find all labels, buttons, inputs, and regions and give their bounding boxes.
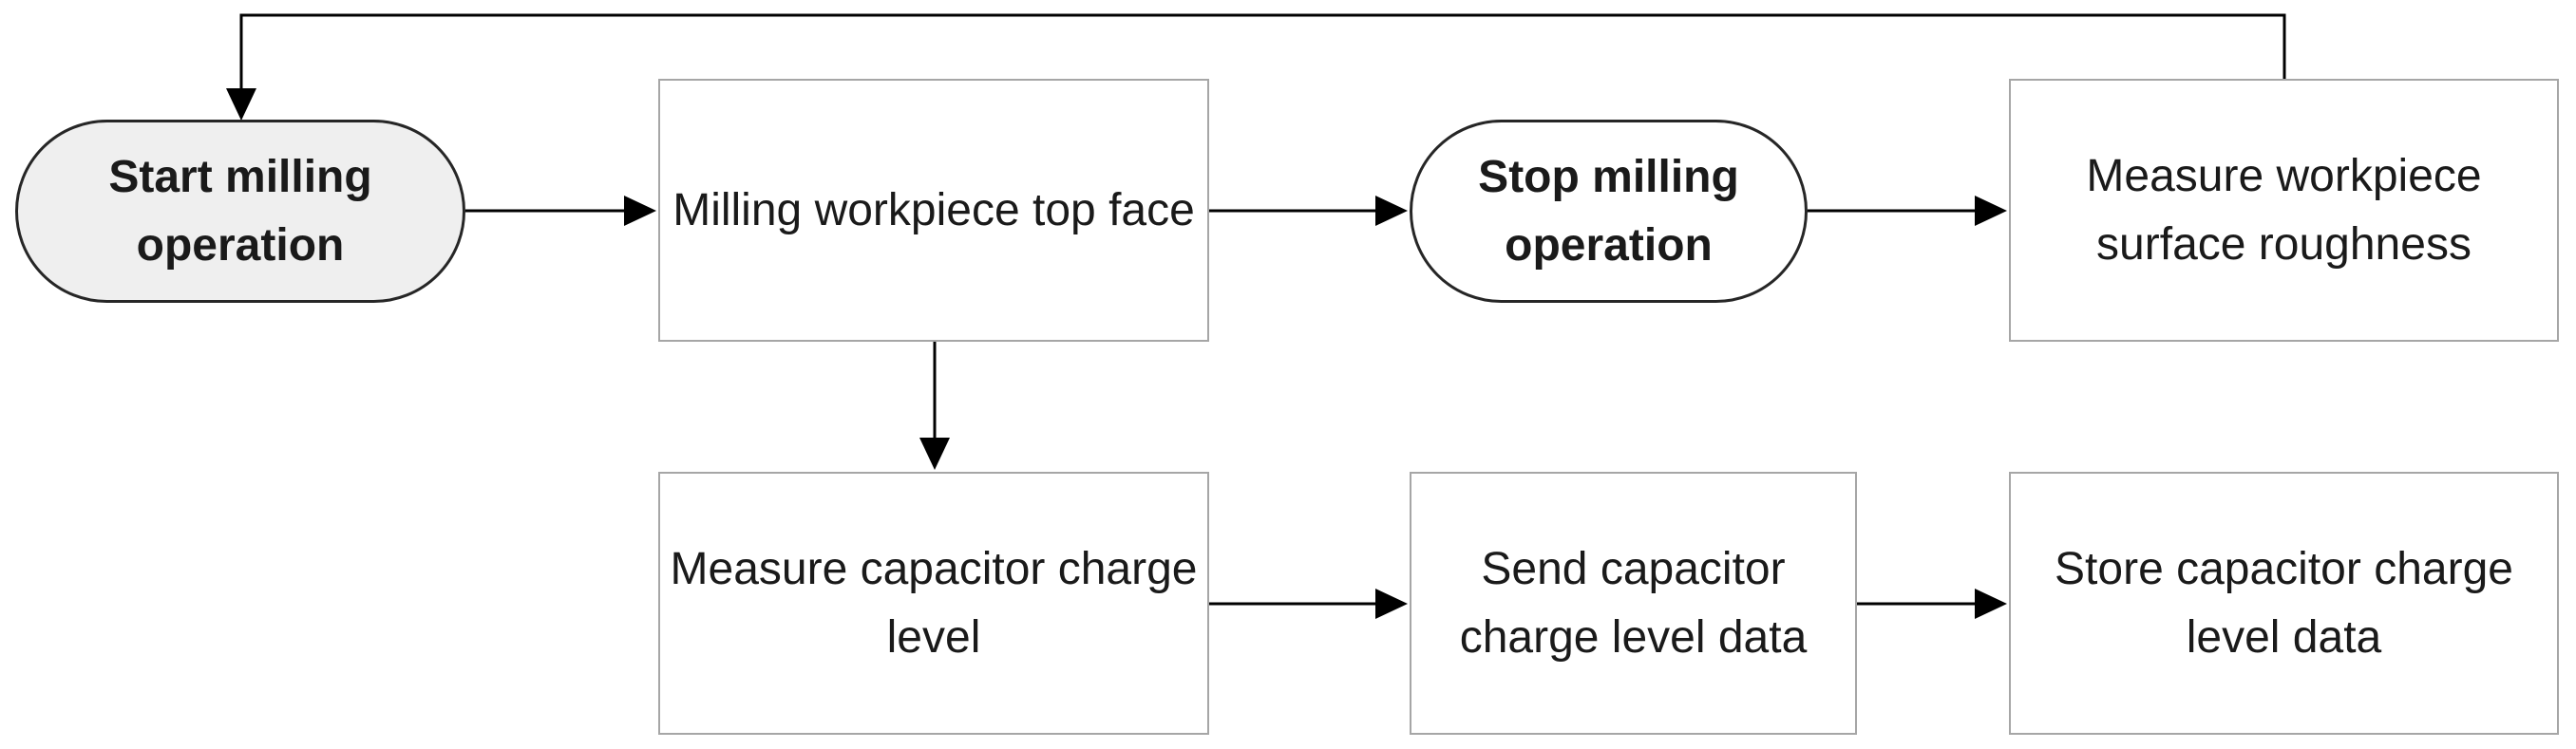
milling-top-face-node: Milling workpiece top face (658, 79, 1209, 342)
stop-milling-label: Stop milling operation (1478, 151, 1739, 271)
start-milling-label: Start milling operation (108, 151, 372, 271)
measure-roughness-label: Measure workpiece surface roughness (2086, 150, 2482, 270)
send-data-node: Send capacitor charge level data (1410, 472, 1857, 735)
measure-roughness-node: Measure workpiece surface roughness (2009, 79, 2559, 342)
edge-measure-to-send (1209, 589, 1408, 619)
store-data-label: Store capacitor charge level data (2055, 543, 2513, 663)
store-data-node: Store capacitor charge level data (2009, 472, 2559, 735)
edge-loop-back-to-start (226, 13, 2286, 121)
measure-capacitor-label: Measure capacitor charge level (670, 543, 1198, 663)
stop-milling-node: Stop milling operation (1410, 120, 1808, 303)
start-milling-node: Start milling operation (15, 120, 465, 303)
measure-capacitor-node: Measure capacitor charge level (658, 472, 1209, 735)
milling-top-face-label: Milling workpiece top face (672, 184, 1195, 235)
send-data-label: Send capacitor charge level data (1459, 543, 1808, 663)
edge-milling-to-stop (1209, 196, 1408, 226)
edge-stop-to-measure-roughness (1808, 196, 2007, 226)
edge-milling-to-measure-capacitor (919, 342, 950, 470)
edge-start-to-milling (465, 196, 656, 226)
edge-send-to-store (1857, 589, 2007, 619)
